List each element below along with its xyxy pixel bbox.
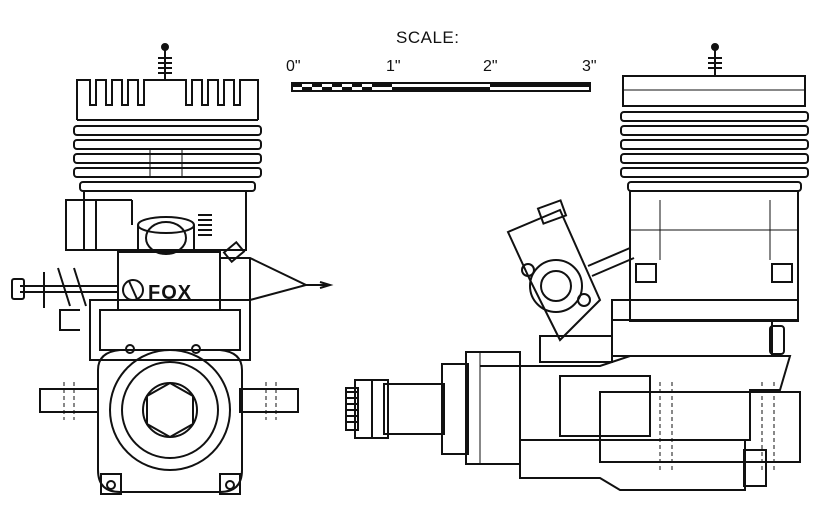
scale-tick-1: 1" (386, 58, 401, 75)
scale-tick-2: 2" (483, 58, 498, 75)
fox-brand-label: FOX (148, 282, 193, 304)
scale-title: SCALE: (396, 28, 460, 47)
front-view-engine (11, 43, 334, 495)
scale-bar (291, 82, 591, 92)
scale-tick-0: 0" (286, 58, 301, 75)
scale-tick-3: 3" (582, 58, 597, 75)
side-view-engine (345, 43, 809, 491)
